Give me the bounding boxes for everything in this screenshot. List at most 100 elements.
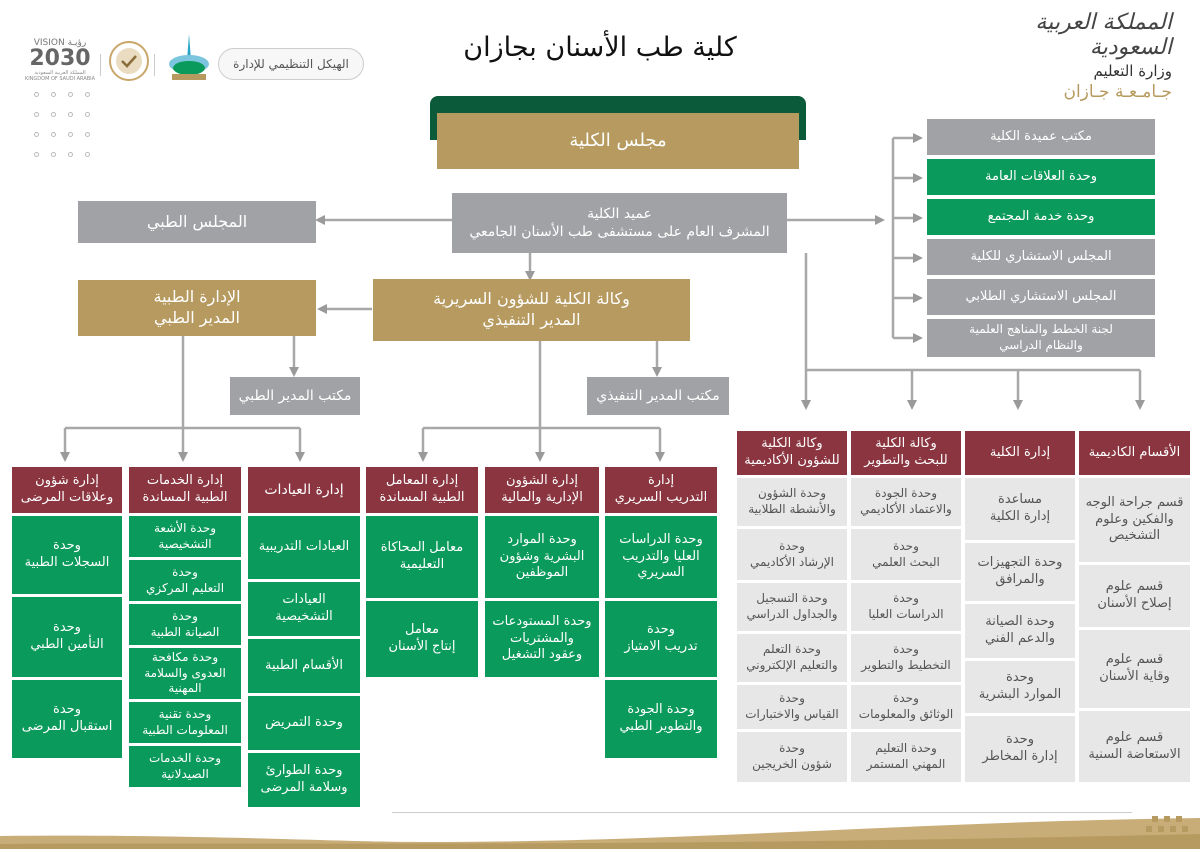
academic-unit: وحدة الجودة والاعتماد الأكاديمي [851, 478, 961, 526]
academic-unit: وحدة الدراسات العليا [851, 583, 961, 631]
university-name: جـامـعـة جـازان [1063, 82, 1172, 102]
unit-label: وحدة التجهيزات والمرافق [977, 555, 1063, 587]
academic-column-header: إدارة الكلية [965, 431, 1075, 475]
clinical-unit: الأقسام الطبية [248, 639, 360, 693]
dean-unit-label: المجلس الاستشاري للكلية [970, 248, 1112, 264]
column-header-label: إدارة التدريب السريري [614, 473, 708, 505]
unit-label: وحدة إدارة المخاطر [982, 732, 1058, 764]
unit-label: قسم جراحة الوجه والفكين وعلوم التشخيص [1085, 494, 1184, 544]
clinical-unit: معامل المحاكاة التعليمية [366, 516, 478, 598]
clinical-unit: وحدة تدريب الامتياز [605, 601, 717, 677]
clinical-unit: وحدة التمريض [248, 696, 360, 750]
clinical-unit: وحدة الأشعة التشخيصية [129, 516, 241, 557]
dean-unit: المجلس الاستشاري الطلابي [927, 279, 1155, 315]
dean-unit: لجنة الخطط والمناهج العلمية والنظام الدر… [927, 319, 1155, 357]
unit-label: وحدة السجلات الطبية [24, 538, 110, 570]
medical-director-office-label: مكتب المدير الطبي [238, 387, 352, 404]
dean-unit-label: المجلس الاستشاري الطلابي [965, 288, 1117, 304]
college-council-label: مجلس الكلية [569, 130, 667, 152]
unit-label: وحدة التسجيل والجداول الدراسي [746, 591, 838, 621]
medical-admin-label: الإدارة الطبية المدير الطبي [153, 287, 241, 327]
academic-unit: وحدة الصيانة والدعم الفني [965, 604, 1075, 658]
medical-administration: الإدارة الطبية المدير الطبي [78, 280, 316, 336]
academic-unit: وحدة التخطيط والتطوير [851, 634, 961, 682]
clinical-unit: وحدة التأمين الطبي [12, 597, 122, 677]
university-emblem [164, 30, 214, 86]
academic-unit: وحدة الوثائق والمعلومات [851, 685, 961, 729]
clinical-unit: وحدة استقبال المرضى [12, 680, 122, 758]
unit-label: الأقسام الطبية [264, 657, 344, 673]
unit-label: وحدة الطوارئ وسلامة المرضى [260, 763, 348, 795]
dean-unit: وحدة العلاقات العامة [927, 159, 1155, 195]
clinical-column-header: إدارة التدريب السريري [605, 467, 717, 513]
unit-label: وحدة الجودة والاعتماد الأكاديمي [860, 486, 952, 516]
clinical-unit: وحدة الخدمات الصيدلانية [129, 746, 241, 787]
clinical-unit: وحدة السجلات الطبية [12, 516, 122, 594]
unit-label: العيادات التدريبية [258, 539, 350, 555]
academic-column-header: الأقسام الكاديمية [1079, 431, 1190, 475]
dean-unit: مكتب عميدة الكلية [927, 119, 1155, 155]
clinical-column-header: إدارة الشؤون الإدارية والمالية [485, 467, 599, 513]
clinical-unit: وحدة تقنية المعلومات الطبية [129, 702, 241, 743]
unit-label: وحدة شؤون الخريجين [752, 741, 832, 771]
dean-label: عميد الكلية المشرف العام على مستشفى طب ا… [469, 205, 770, 240]
academic-unit: مساعدة إدارة الكلية [965, 478, 1075, 540]
unit-label: وحدة القياس والاختبارات [745, 691, 839, 721]
academic-unit: وحدة البحث العلمي [851, 529, 961, 580]
ministry-logo: المملكة العربية السعودية وزارة التعليم ج… [962, 10, 1172, 102]
unit-label: وحدة الشؤون والأنشطة الطلابية [748, 486, 836, 516]
executive-office-label: مكتب المدير التنفيذي [596, 387, 720, 404]
column-header-label: إدارة شؤون وعلاقات المرضى [20, 473, 114, 505]
unit-label: وحدة التخطيط والتطوير [861, 642, 951, 672]
unit-label: وحدة الموارد البشرية [978, 670, 1062, 702]
dean-unit-label: وحدة العلاقات العامة [985, 168, 1097, 184]
unit-label: وحدة الصيانة والدعم الفني [984, 614, 1056, 646]
page-title: كلية طب الأسنان بجازان [463, 32, 737, 63]
academic-column-header: وكالة الكلية للشؤون الأكاديمية [737, 431, 847, 475]
unit-label: وحدة التأمين الطبي [30, 620, 104, 652]
unit-label: معامل إنتاج الأسنان [388, 622, 456, 654]
unit-label: وحدة تقنية المعلومات الطبية [142, 706, 228, 737]
unit-label: قسم علوم الاستعاضة السنية [1088, 729, 1181, 762]
academic-unit: وحدة إدارة المخاطر [965, 716, 1075, 782]
academic-unit: قسم علوم وقاية الأسنان [1079, 630, 1190, 708]
clinical-unit: وحدة الطوارئ وسلامة المرضى [248, 753, 360, 807]
academic-unit: وحدة الشؤون والأنشطة الطلابية [737, 478, 847, 526]
academic-unit: قسم علوم الاستعاضة السنية [1079, 711, 1190, 782]
unit-label: وحدة الموارد البشرية وشؤون الموظفين [499, 531, 585, 581]
clinical-unit: وحدة الدراسات العليا والتدريب السريري [605, 516, 717, 598]
column-header-label: إدارة الكلية [989, 444, 1051, 460]
academic-column-header: وكالة الكلية للبحث والتطوير [851, 431, 961, 475]
column-header-label: إدارة المعامل الطبية المساندة [379, 473, 465, 505]
column-header-label: وكالة الكلية للبحث والتطوير [864, 436, 948, 468]
academic-unit: وحدة القياس والاختبارات [737, 685, 847, 729]
clinical-unit: وحدة الصيانة الطبية [129, 604, 241, 645]
unit-label: وحدة التعليم المهني المستمر [866, 741, 946, 771]
dean-box: عميد الكلية المشرف العام على مستشفى طب ا… [452, 193, 787, 253]
clinical-unit: وحدة الجودة والتطوير الطبي [605, 680, 717, 758]
unit-label: وحدة الأشعة التشخيصية [153, 520, 217, 551]
dean-unit-label: وحدة خدمة المجتمع [987, 208, 1095, 224]
badge-label: الهيكل التنظيمي للإدارة [233, 57, 349, 71]
academic-unit: وحدة التجهيزات والمرافق [965, 543, 1075, 601]
unit-label: وحدة الجودة والتطوير الطبي [619, 702, 703, 734]
academic-unit: وحدة التعليم المهني المستمر [851, 732, 961, 782]
clinical-column-header: إدارة العيادات [248, 467, 360, 513]
unit-label: وحدة البحث العلمي [872, 538, 940, 569]
unit-label: وحدة استقبال المرضى [21, 702, 113, 734]
clinical-unit: وحدة التعليم المركزي [129, 560, 241, 601]
column-header-label: إدارة العيادات [264, 481, 344, 498]
ministry-name: وزارة التعليم [1093, 62, 1172, 80]
medical-director-office: مكتب المدير الطبي [230, 377, 360, 415]
management-badge: الهيكل التنظيمي للإدارة [218, 48, 364, 80]
footer-divider [392, 812, 1132, 813]
unit-label: قسم علوم إصلاح الأسنان [1097, 579, 1172, 611]
unit-label: وحدة الدراسات العليا والتدريب السريري [619, 531, 703, 581]
accreditation-seal [108, 40, 150, 82]
unit-label: مساعدة إدارة الكلية [989, 492, 1051, 524]
vision-word: VISION رؤيـة [33, 38, 87, 48]
dean-unit: وحدة خدمة المجتمع [927, 199, 1155, 235]
vision-sub: المملكة العربية السعودية KINGDOM OF SAUD… [24, 70, 96, 82]
unit-label: وحدة مكافحة العدوى والسلامة المهنية [144, 650, 226, 696]
